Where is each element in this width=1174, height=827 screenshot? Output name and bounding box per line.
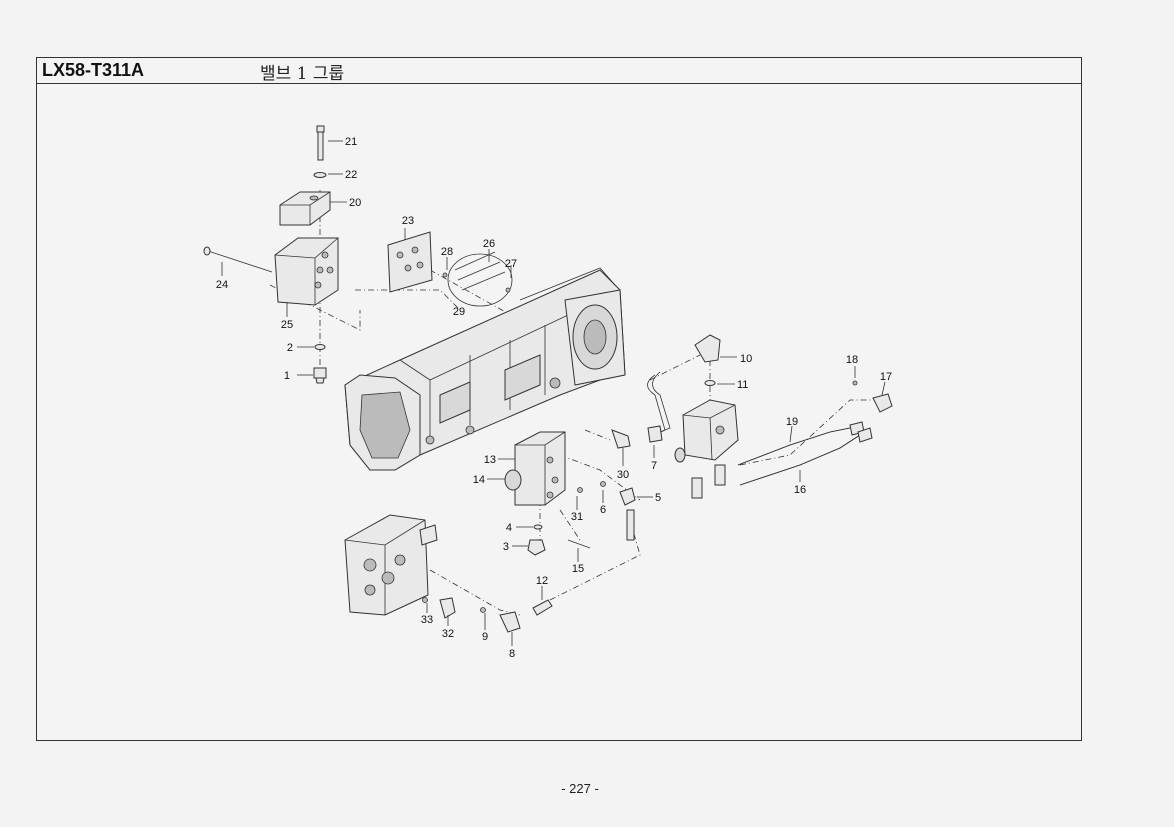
callout-28: 28 bbox=[441, 246, 453, 258]
callout-26: 26 bbox=[483, 238, 495, 250]
callout-18: 18 bbox=[846, 354, 858, 366]
callout-22: 22 bbox=[345, 169, 357, 181]
pipes-right bbox=[737, 380, 893, 486]
transmission-housing bbox=[344, 267, 626, 471]
valve-body-lower-left bbox=[344, 514, 553, 633]
callout-8: 8 bbox=[509, 648, 515, 660]
callout-2: 2 bbox=[287, 342, 293, 354]
gasket-and-pins bbox=[387, 231, 513, 307]
model-code: LX58-T311A bbox=[42, 60, 145, 80]
callout-3: 3 bbox=[503, 541, 509, 553]
group-title: 밸브 1 그룹 bbox=[260, 64, 345, 84]
callout-7: 7 bbox=[651, 460, 657, 472]
callout-21: 21 bbox=[345, 136, 357, 148]
callout-9: 9 bbox=[482, 631, 488, 643]
callout-24: 24 bbox=[216, 279, 228, 291]
valve-assembly-right bbox=[647, 334, 739, 499]
callout-14: 14 bbox=[473, 474, 485, 486]
callout-29: 29 bbox=[453, 306, 465, 318]
callout-16: 16 bbox=[794, 484, 806, 496]
page-number: - 227 - bbox=[561, 781, 599, 796]
valve-block-center bbox=[504, 429, 636, 556]
leader-lines bbox=[221, 140, 886, 646]
callout-30: 30 bbox=[617, 469, 629, 481]
diagram-frame: LX58-T311A 밸브 1 그룹 bbox=[36, 57, 1082, 741]
callout-labels: 1 2 3 4 5 6 7 8 9 10 11 12 13 14 15 16 1… bbox=[216, 136, 892, 660]
callout-12: 12 bbox=[536, 575, 548, 587]
callout-5: 5 bbox=[655, 492, 661, 504]
callout-25: 25 bbox=[281, 319, 293, 331]
callout-19: 19 bbox=[786, 416, 798, 428]
valve-stack-upper-left bbox=[203, 125, 339, 384]
callout-17: 17 bbox=[880, 371, 892, 383]
callout-13: 13 bbox=[484, 454, 496, 466]
callout-11: 11 bbox=[737, 379, 748, 391]
callout-10: 10 bbox=[740, 353, 752, 365]
callout-1: 1 bbox=[284, 370, 290, 382]
callout-27: 27 bbox=[505, 258, 517, 270]
callout-6: 6 bbox=[600, 504, 606, 516]
callout-4: 4 bbox=[506, 522, 512, 534]
callout-33: 33 bbox=[421, 614, 433, 626]
callout-31: 31 bbox=[571, 511, 583, 523]
callout-23: 23 bbox=[402, 215, 414, 227]
title-bar: LX58-T311A 밸브 1 그룹 bbox=[37, 58, 1081, 84]
callout-15: 15 bbox=[572, 563, 584, 575]
callout-32: 32 bbox=[442, 628, 454, 640]
callout-20: 20 bbox=[349, 197, 361, 209]
